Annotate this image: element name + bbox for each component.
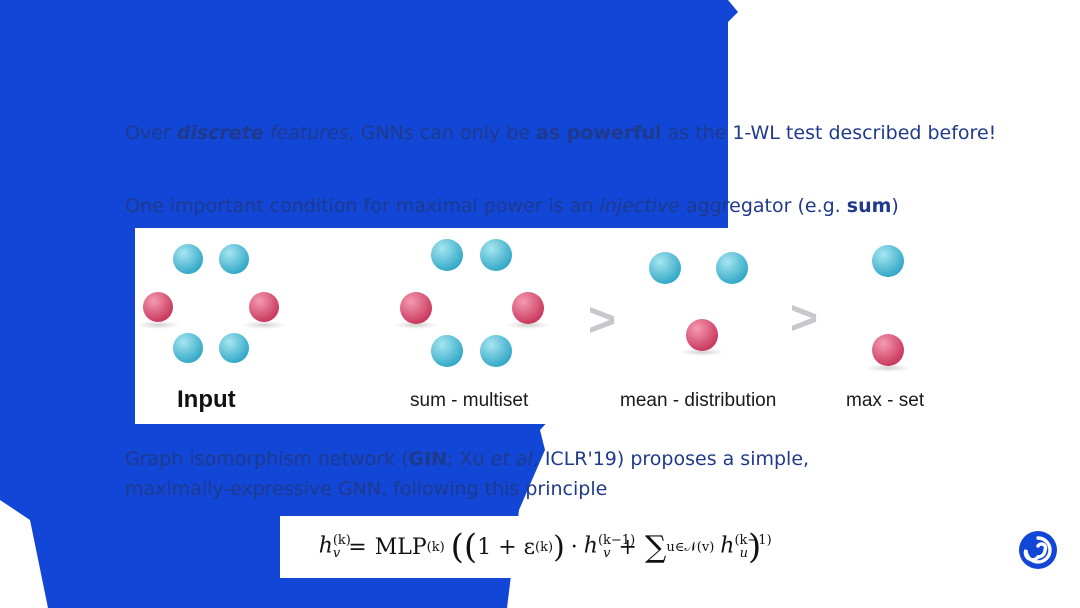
node-red	[686, 319, 718, 351]
bullet-2: One important condition for maximal powe…	[125, 195, 899, 217]
node-blue	[219, 244, 249, 274]
figure-title-input: Input	[177, 386, 236, 413]
bullet-3-line-2: maximally-expressive GNN, following this…	[125, 478, 608, 500]
bullet-bold: sum	[846, 195, 892, 217]
bullet-emphasis: injective	[599, 195, 680, 217]
node-blue	[480, 335, 512, 367]
bullet-dot	[87, 455, 95, 463]
node-blue	[872, 245, 904, 277]
input-nodes	[136, 244, 286, 363]
bullet-dot	[87, 129, 95, 137]
swirl-logo-icon	[1019, 531, 1057, 569]
node-blue	[173, 244, 203, 274]
bullet-3: Graph isomorphism network (GIN; Xu et al…	[125, 448, 809, 470]
bullet-bold: as powerful	[535, 122, 662, 144]
node-red	[400, 292, 432, 324]
bullet-text: Over	[125, 122, 177, 144]
bullet-emphasis: features	[263, 122, 349, 144]
mean-nodes	[649, 252, 748, 356]
bullet-text: )	[891, 195, 899, 217]
node-red	[872, 334, 904, 366]
bullet-emphasis: discrete	[176, 122, 264, 144]
greater-than-sign: >	[588, 294, 616, 347]
node-blue	[431, 239, 463, 271]
label-max-set: max - set	[846, 390, 925, 411]
gin-update-formula: h(k)v = MLP(k) (( 1 + ε(k) ) · h(k−1)v +…	[280, 516, 800, 578]
node-blue	[649, 252, 681, 284]
bullet-dot	[87, 202, 95, 210]
bullet-text: Graph isomorphism network (	[125, 448, 409, 470]
max-nodes	[866, 245, 910, 372]
bullet-text: aggregator (e.g.	[679, 195, 847, 217]
greater-than-sign: >	[790, 292, 818, 345]
label-sum-multiset: sum - multiset	[410, 390, 529, 411]
bullet-text: , GNNs can only be	[348, 122, 536, 144]
node-blue	[431, 335, 463, 367]
node-blue	[716, 252, 748, 284]
node-red	[512, 292, 544, 324]
bullet-text: as the 1-WL test described before!	[661, 122, 997, 144]
node-blue	[219, 333, 249, 363]
bullet-text: , ICLR'19) proposes a simple,	[532, 448, 810, 470]
sum-nodes	[394, 239, 550, 367]
node-red	[249, 292, 279, 322]
label-mean-distribution: mean - distribution	[620, 390, 777, 411]
bullet-bold: GIN	[408, 448, 448, 470]
node-red	[143, 292, 173, 322]
node-blue	[480, 239, 512, 271]
bullet-text: ; Xu	[447, 448, 491, 470]
node-blue	[173, 333, 203, 363]
bullet-1: Over discrete features, GNNs can only be…	[125, 122, 996, 144]
bullet-emphasis: et al	[490, 448, 533, 470]
bullet-text: One important condition for maximal powe…	[125, 195, 600, 217]
